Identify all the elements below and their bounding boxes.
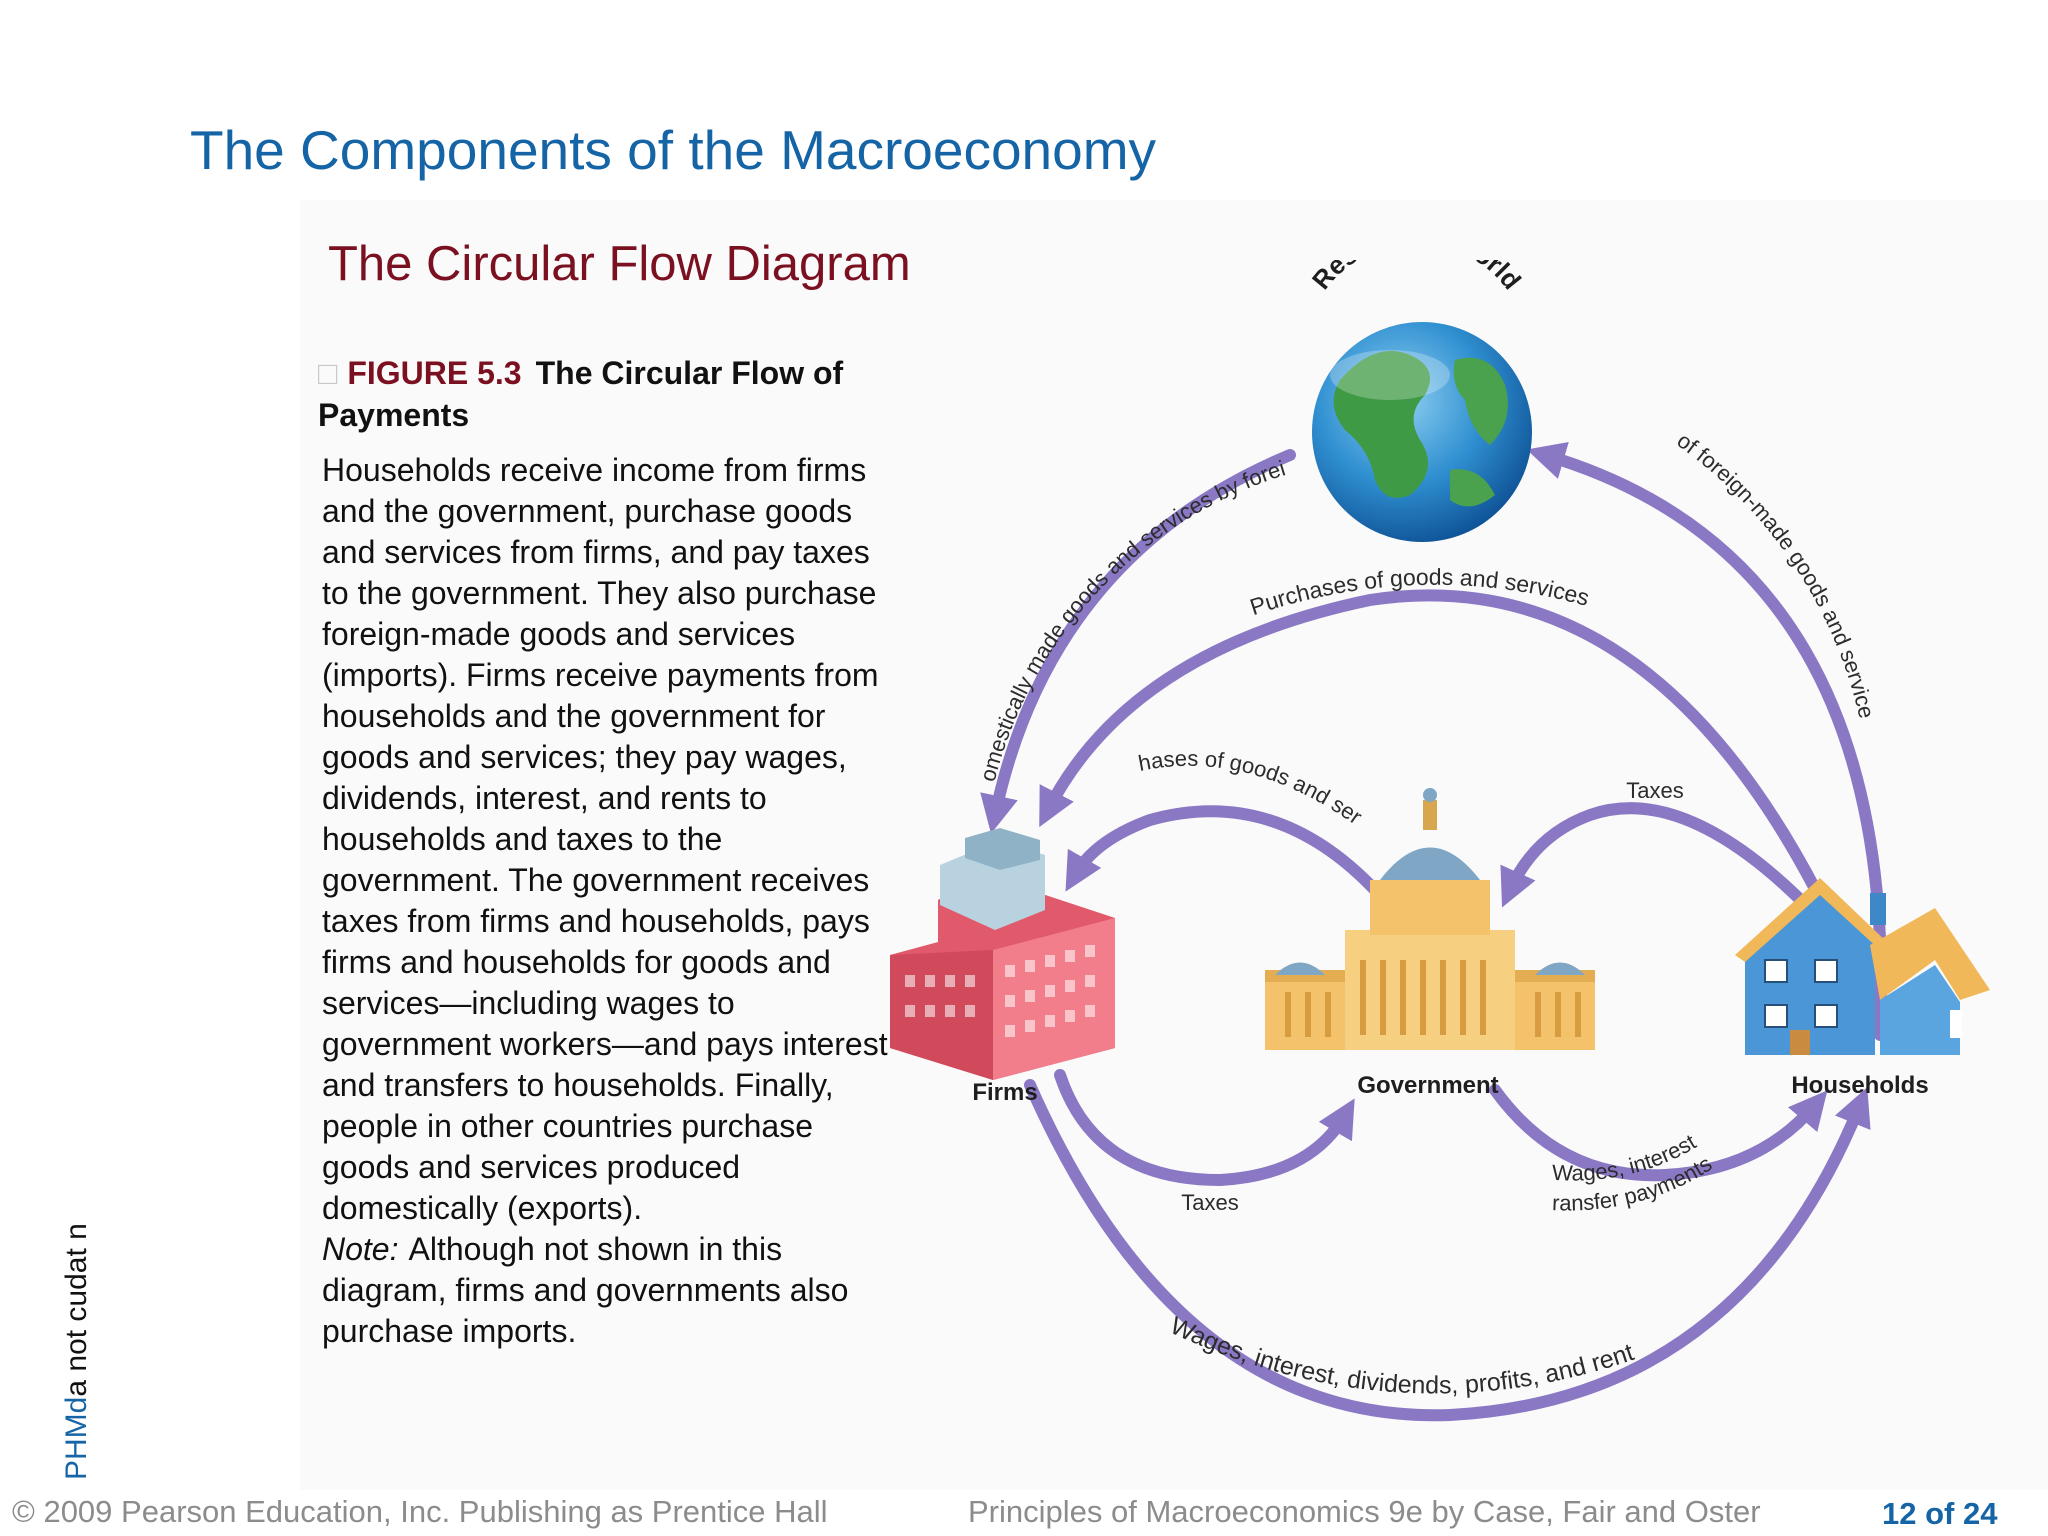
slide-title: The Components of the Macroeconomy [190, 119, 1157, 181]
households-label: Households [1791, 1072, 1928, 1099]
firms-building-icon [890, 828, 1115, 1080]
globe-icon [1312, 322, 1532, 542]
firm-taxes-label: Taxes [1181, 1190, 1238, 1215]
section-title: The Circular Flow Diagram [328, 237, 911, 291]
figure-number: FIGURE 5.3 [347, 355, 522, 391]
figure-caption-text: The Circular Flow of Payments [318, 355, 844, 433]
households-house-icon [1735, 878, 1990, 1055]
gov-to-hh-arrow [1489, 1084, 1828, 1182]
hh-taxes-label: Taxes [1626, 778, 1683, 803]
side-fragment-black: a not cudat n [60, 1223, 93, 1397]
exports-arrow [980, 449, 1296, 834]
note-label: Note: [322, 1231, 399, 1267]
hh-taxes-arrow [1500, 802, 1831, 931]
firms-to-hh-arrow [1024, 1079, 1871, 1422]
figure-description: Households receive income from firms and… [322, 450, 892, 1352]
world-label: Rest of the World [1306, 260, 1527, 295]
firms-to-hh-label: Wages, interest, dividends, profits, and… [1166, 1312, 1637, 1400]
footer-book-title: Principles of Macroeconomics 9e by Case,… [968, 1494, 1761, 1529]
side-text-fragment: PHMda not cudat n [60, 1223, 94, 1480]
side-fragment-blue: PHMd [60, 1396, 93, 1480]
description-paragraph: Households receive income from firms and… [322, 452, 888, 1226]
government-building-icon [1265, 788, 1595, 1050]
exports-label: Purchases of domestically made goods and… [880, 260, 1288, 784]
gov-to-firms-arrow [1065, 805, 1381, 896]
note-paragraph: Note:Although not shown in this diagram,… [322, 1229, 892, 1352]
bullet-marker: □ [318, 355, 338, 391]
note-text: Although not shown in this diagram, firm… [322, 1231, 849, 1349]
page-number: 12 of 24 [1882, 1496, 1998, 1531]
footer-copyright: © 2009 Pearson Education, Inc. Publishin… [12, 1494, 828, 1529]
firms-label: Firms [972, 1079, 1037, 1106]
hh-to-firms-arrow [1039, 589, 1851, 956]
firm-taxes-arrow [1054, 1069, 1355, 1187]
circular-flow-diagram: Rest of the World Firms Government House… [880, 260, 1990, 1422]
government-label: Government [1357, 1072, 1498, 1099]
